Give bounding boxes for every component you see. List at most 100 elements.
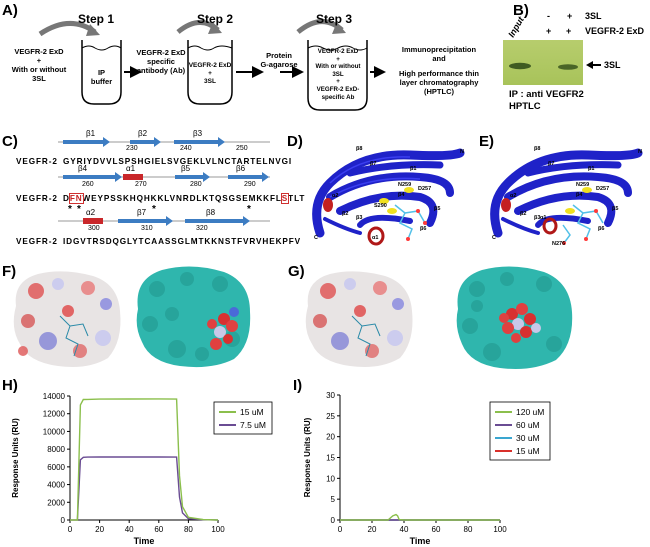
star-mark: * (77, 204, 81, 215)
alpha-helix-a1 (123, 174, 143, 180)
legend-label: 30 uM (516, 433, 540, 443)
legend-label: 60 uM (516, 420, 540, 430)
label-d: β7 (370, 161, 376, 167)
y-tick-label: 6000 (47, 463, 65, 472)
panel-label-i: I) (293, 377, 303, 394)
residue-number: 240 (180, 145, 192, 152)
label-d: β3 (356, 215, 362, 221)
ss-label: β5 (181, 164, 191, 173)
ss-label: β4 (78, 164, 88, 173)
label-e: β2 (520, 211, 526, 217)
label-d: D257 (418, 186, 431, 192)
label-e: N276 (552, 241, 565, 247)
x-tick-label: 0 (68, 525, 73, 534)
ss-label: β8 (206, 208, 216, 217)
label-e: β4 (576, 192, 583, 198)
panel-label-c: C) (2, 133, 18, 150)
label-d: β8 (356, 146, 362, 152)
residue-number: 230 (126, 145, 138, 152)
helix-alpha1 (367, 226, 385, 246)
x-tick-label: 40 (125, 525, 134, 534)
tube-3 (307, 40, 368, 111)
star-mark: * (247, 204, 251, 215)
panel-label-e: E) (479, 133, 494, 150)
panel-label-d: D) (287, 133, 303, 150)
label-d: N259 (398, 182, 411, 188)
legend: 15 uM 7.5 uM (213, 401, 273, 435)
label-e: α1 (540, 215, 546, 221)
legend-box (213, 401, 273, 435)
panel-label-a: A) (2, 2, 18, 19)
beta-strand-b3 (174, 137, 225, 147)
band-arrow (586, 61, 601, 69)
band-input (509, 62, 531, 70)
x-tick-label: 100 (493, 525, 507, 534)
ss-label: α2 (86, 208, 96, 217)
highlight-box-fn: FN (68, 193, 84, 204)
step-2-label: Step 2 (197, 12, 234, 26)
ss-label: β6 (236, 164, 246, 173)
label-d: β5 (434, 206, 440, 212)
x-tick-label: 20 (95, 525, 104, 534)
ss-label: α1 (126, 164, 136, 173)
label-d: S290 (374, 203, 387, 209)
label-e: β7 (548, 161, 554, 167)
residue-number: 270 (135, 181, 147, 188)
beta-strand-b8 (185, 216, 250, 226)
residue-number: 320 (196, 225, 208, 232)
panel-label-b: B) (513, 2, 529, 19)
x-axis-label: Time (134, 536, 155, 546)
x-tick-label: 60 (154, 525, 163, 534)
tlc-plate-image (503, 40, 583, 85)
series-line-120-uM (340, 513, 500, 521)
y-tick-label: 25 (326, 412, 335, 421)
legend-label: 15 uM (240, 407, 264, 417)
tube-1 (81, 40, 122, 105)
beta-strand-b7 (118, 216, 173, 226)
surface-electrostatic-g (305, 271, 413, 367)
x-tick-label: 100 (211, 525, 225, 534)
label-e: N (638, 149, 642, 155)
x-tick-label: 60 (432, 525, 441, 534)
legend-label: 120 uM (516, 407, 544, 417)
binding-ligand (562, 204, 604, 245)
ss-label: β1 (86, 129, 96, 138)
label-d: β1 (410, 166, 416, 172)
y-tick-label: 15 (326, 454, 335, 463)
ligand-spheres-f (207, 307, 239, 350)
helix-alpha2 (501, 198, 511, 212)
residue-number: 280 (190, 181, 202, 188)
label-e: β8 (534, 146, 540, 152)
residue-number: 260 (82, 181, 94, 188)
y-tick-label: 30 (326, 391, 335, 400)
y-tick-label: 0 (61, 516, 66, 525)
y-tick-label: 14000 (43, 392, 66, 401)
label-e: β6 (598, 226, 604, 232)
x-tick-label: 80 (184, 525, 193, 534)
panel-label-g: G) (288, 263, 305, 280)
series-line-7.5-uM (70, 456, 219, 521)
secondary-structure-map (58, 137, 270, 226)
y-axis-label: Response Units (RU) (11, 418, 20, 498)
binding-ligand (394, 204, 427, 241)
y-tick-label: 0 (331, 516, 336, 525)
x-axis-label: Time (410, 536, 431, 546)
series-line-15-uM (70, 398, 219, 521)
residue-number: 250 (236, 145, 248, 152)
star-mark: * (152, 204, 156, 215)
star-mark: * (68, 204, 72, 215)
x-tick-label: 0 (338, 525, 343, 534)
band-lane3 (558, 64, 578, 70)
band-label: 3SL (604, 60, 621, 70)
y-tick-label: 10 (326, 474, 335, 483)
highlight-box-s: S (280, 193, 290, 204)
label-d: β4 (398, 192, 405, 198)
legend-label: 7.5 uM (240, 420, 266, 430)
label-e: β3 (534, 215, 540, 221)
tube2-text: VEGFR-2 ExD+3SL (188, 62, 232, 85)
helix-alpha2 (323, 198, 333, 212)
y-tick-label: 20 (326, 433, 335, 442)
